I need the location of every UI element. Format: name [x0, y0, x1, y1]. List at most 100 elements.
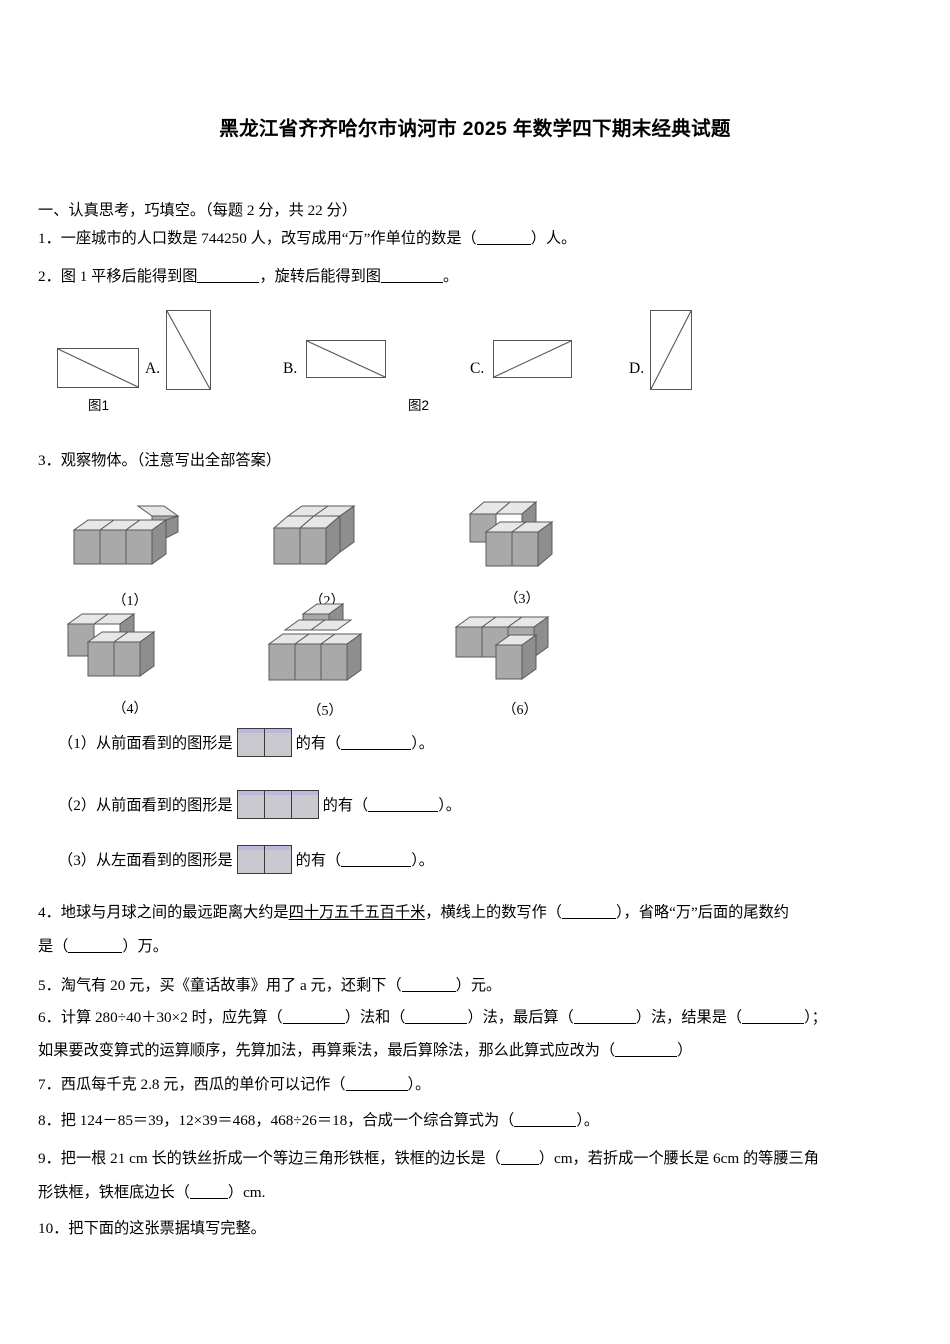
blank-q6-a[interactable]: [282, 1023, 345, 1024]
option-label-b: B.: [283, 360, 298, 377]
figure-caption-tu1: 图1: [88, 398, 110, 413]
view-shape-two-cells: [236, 845, 292, 874]
view-shape-two-cells: [236, 728, 292, 757]
q3-sub3-suffix: ）。: [411, 852, 434, 869]
q3-sub3-prefix: （3）从左面看到的图形是: [58, 852, 233, 869]
blank-q6-b[interactable]: [405, 1023, 468, 1024]
figure-row-cubes: （1） （2）: [0, 478, 950, 719]
tu1-rectangle: [57, 348, 139, 388]
q9-l2-a: 形铁框，铁框底边长（: [38, 1184, 190, 1201]
blank-q3-1[interactable]: [341, 749, 412, 750]
option-a-diagonal: [166, 310, 211, 390]
blank-q4-a[interactable]: [561, 918, 616, 919]
q7-suffix: ）。: [407, 1076, 431, 1093]
q5-prefix: 5．淘气有 20 元，买《童话故事》用了 a 元，还剩下（: [38, 977, 402, 994]
q3-sub1-prefix: （1）从前面看到的图形是: [58, 735, 233, 752]
q6-l1-a: 6．计算 280÷40＋30×2 时，应先算（: [38, 1009, 283, 1026]
q9-l1-a: 9．把一根 21 cm 长的铁丝折成一个等边三角形铁框，铁框的边长是（: [38, 1150, 501, 1167]
q6-l2-a: 如果要改变算式的运算顺序，先算加法，再算乘法，最后算除法，那么此算式应改为（: [38, 1042, 616, 1059]
blank-q2-b[interactable]: [380, 282, 443, 283]
blank-q6-e[interactable]: [615, 1056, 678, 1057]
cube-figure-5: （5）: [255, 600, 395, 719]
question-3-heading: 3．观察物体。（注意写出全部答案）: [38, 452, 281, 469]
blank-q7[interactable]: [345, 1090, 408, 1091]
q6-l2-b: ）: [677, 1042, 693, 1059]
q6-l1-d: ）法，结果是（: [635, 1009, 743, 1026]
blank-q9-b[interactable]: [189, 1198, 228, 1199]
q3-sub1-mid: 的有（: [295, 735, 342, 752]
question-2-middle: ，旋转后能得到图: [259, 268, 381, 285]
question-9-line-1: 9．把一根 21 cm 长的铁丝折成一个等边三角形铁框，铁框的边长是（ ）cm，若…: [38, 1148, 819, 1171]
option-b-diagonal: [306, 340, 386, 378]
q9-l2-b: ）cm.: [227, 1184, 266, 1201]
option-label-c: C.: [470, 360, 485, 377]
blank-q3-2[interactable]: [368, 811, 439, 812]
cell-divider: [263, 791, 266, 818]
blank-q5[interactable]: [401, 991, 456, 992]
q9-l1-b: ）cm，若折成一个腰长是 6cm 的等腰三角: [538, 1150, 819, 1167]
option-d-diagonal: [650, 310, 692, 390]
q3-sub2-suffix: ）。: [438, 797, 461, 814]
cube-figure-3: （3）: [452, 488, 592, 607]
question-1: 1．一座城市的人口数是 744250 人，改写成用“万”作单位的数是（）人。: [38, 228, 576, 251]
q4-line2-b: ）万。: [122, 938, 168, 955]
tu1-diagonal: [57, 348, 139, 388]
question-2-suffix: 。: [442, 268, 459, 285]
q6-l1-c: ）法，最后算（: [467, 1009, 574, 1026]
cube-figure-2-svg: [272, 505, 356, 566]
q3-sub3-mid: 的有（: [295, 852, 342, 869]
option-c-diagonal: [493, 340, 572, 378]
cube-figure-6: （6）: [440, 603, 600, 718]
question-5: 5．淘气有 20 元，买《童话故事》用了 a 元，还剩下（ ）元。: [38, 975, 501, 998]
cube-caption-3: （3）: [504, 592, 540, 607]
q4-line2-a: 是（: [38, 938, 69, 955]
cube-figure-3-svg: [468, 500, 554, 568]
cube-caption-6: （6）: [502, 703, 538, 718]
cube-caption-4: （4）: [112, 702, 148, 717]
cube-figure-2: （2）: [262, 498, 392, 609]
question-6-line-1: 6．计算 280÷40＋30×2 时，应先算（）法和（）法，最后算（）法，结果是…: [38, 1007, 827, 1030]
option-d-rectangle: [650, 310, 692, 390]
blank-q1[interactable]: [476, 244, 531, 245]
q8-suffix: ）。: [576, 1112, 600, 1129]
q5-suffix: ）元。: [455, 977, 502, 994]
question-10: 10．把下面的这张票据填写完整。: [38, 1220, 266, 1237]
cube-figure-1: （1）: [60, 498, 200, 609]
question-2: 2．图 1 平移后能得到图 ，旋转后能得到图 。: [38, 266, 458, 289]
cell-divider: [263, 729, 266, 756]
question-3-sub-2: （2）从前面看到的图形是 的有（ ）。: [58, 790, 461, 819]
blank-q8[interactable]: [514, 1126, 577, 1127]
question-6-line-2: 如果要改变算式的运算顺序，先算加法，再算乘法，最后算除法，那么此算式应改为（ ）: [38, 1040, 692, 1063]
question-3-sub-3: （3）从左面看到的图形是 的有（ ）。: [58, 845, 434, 874]
q4-underlined-number: 四十万五千五百千米: [288, 904, 426, 921]
question-1-prefix: 1．一座城市的人口数是 744250 人，改写成用“万”作单位的数是（: [38, 230, 477, 247]
option-c-rectangle: [493, 340, 572, 378]
option-label-a: A.: [145, 360, 161, 377]
cube-figure-4-svg: [66, 613, 156, 677]
blank-q2-a[interactable]: [197, 282, 260, 283]
blank-q9-a[interactable]: [500, 1164, 539, 1165]
cube-figure-1-svg: [72, 505, 180, 565]
q3-sub2-mid: 的有（: [322, 797, 369, 814]
option-label-d: D.: [629, 360, 645, 377]
question-8: 8．把 124－85＝39，12×39＝468，468÷26＝18，合成一个综合…: [38, 1110, 599, 1133]
option-a-rectangle: [166, 310, 211, 390]
question-4-line-1: 4．地球与月球之间的最远距离大约是四十万五千五百千米，横线上的数写作（），省略“…: [38, 902, 789, 925]
question-2-prefix: 2．图 1 平移后能得到图: [38, 268, 198, 285]
blank-q6-c[interactable]: [573, 1023, 636, 1024]
blank-q6-d[interactable]: [742, 1023, 805, 1024]
page-title: 黑龙江省齐齐哈尔市讷河市 2025 年数学四下期末经典试题: [219, 118, 731, 140]
q7-prefix: 7．西瓜每千克 2.8 元，西瓜的单价可以记作（: [38, 1076, 346, 1093]
q4-part-c: ），省略“万”后面的尾数约: [615, 904, 789, 921]
cube-caption-5: （5）: [307, 704, 343, 719]
cube-figure-6-svg: [454, 616, 550, 680]
question-3-sub-1: （1）从前面看到的图形是的有（）。: [58, 728, 434, 757]
section-heading: 一、认真思考，巧填空。（每题 2 分，共 22 分）: [38, 202, 357, 219]
cell-divider: [290, 791, 293, 818]
blank-q4-b[interactable]: [68, 952, 123, 953]
q3-sub2-prefix: （2）从前面看到的图形是: [58, 797, 233, 814]
q4-part-a: 4．地球与月球之间的最远距离大约是: [38, 904, 289, 921]
option-b-rectangle: [306, 340, 386, 378]
blank-q3-3[interactable]: [341, 866, 412, 867]
